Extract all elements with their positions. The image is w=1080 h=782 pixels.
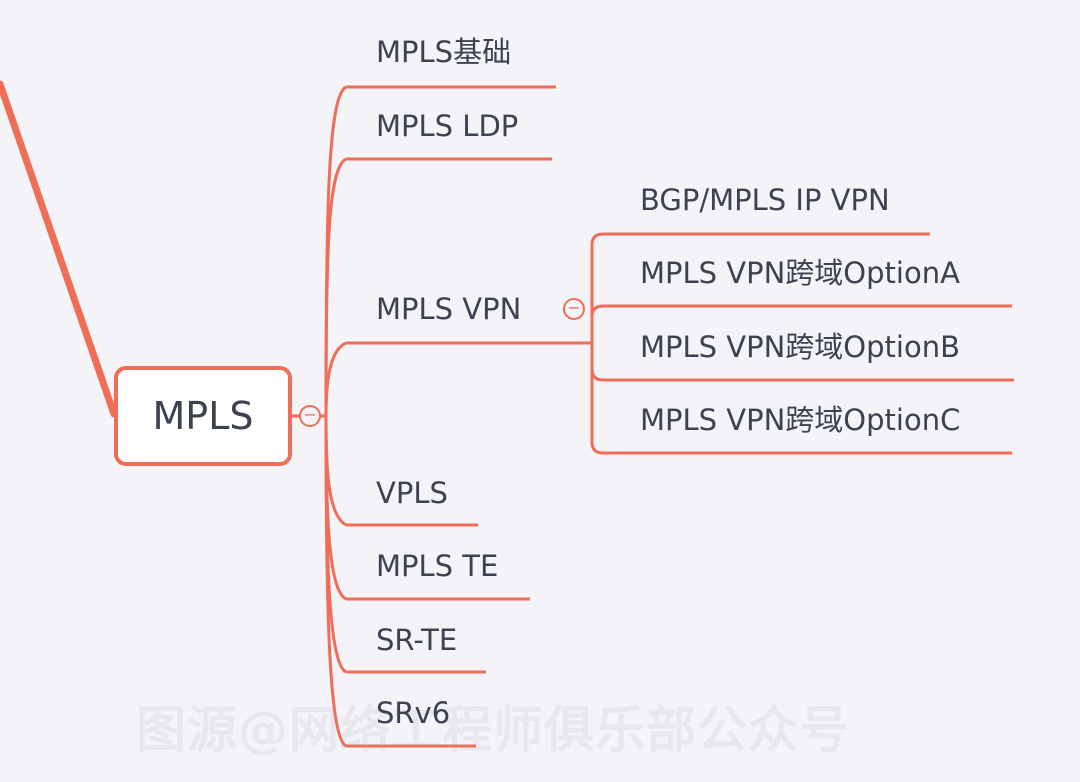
node-mpls-vpn-option-a[interactable]: MPLS VPN跨域OptionA: [640, 256, 960, 290]
parent-connector: [0, 80, 118, 418]
node-mpls-vpn-option-c[interactable]: MPLS VPN跨域OptionC: [640, 403, 961, 437]
node-mpls-vpn-option-b[interactable]: MPLS VPN跨域OptionB: [640, 330, 960, 364]
sub-curve-option-b: [590, 343, 604, 382]
sub-curve-option-a: [590, 304, 604, 343]
node-mpls-vpn[interactable]: MPLS VPN: [376, 292, 522, 326]
node-srv6[interactable]: SRv6: [376, 696, 451, 730]
sub-curve-option-c: [590, 343, 604, 455]
node-bgp-mpls-ip-vpn[interactable]: BGP/MPLS IP VPN: [640, 183, 890, 217]
branch-curve-mpls-ldp: [324, 157, 347, 417]
mpls-vpn-collapse-icon[interactable]: −: [563, 298, 585, 320]
node-mpls-te[interactable]: MPLS TE: [376, 549, 499, 583]
root-node-label: MPLS: [152, 394, 254, 438]
watermark: 图源@网络工程师俱乐部公众号: [136, 701, 850, 759]
branch-curve-srv6: [324, 415, 347, 748]
node-vpls[interactable]: VPLS: [376, 476, 448, 510]
sub-curve-bgp-mpls-ip-vpn: [590, 232, 604, 343]
root-collapse-icon[interactable]: −: [299, 405, 321, 427]
node-mpls-ldp[interactable]: MPLS LDP: [376, 109, 519, 143]
branch-curve-mpls-vpn: [324, 341, 347, 417]
node-sr-te[interactable]: SR-TE: [376, 623, 458, 657]
node-mpls-basics[interactable]: MPLS基础: [376, 35, 512, 69]
branch-curve-vpls: [324, 415, 347, 527]
root-node[interactable]: MPLS: [114, 366, 292, 466]
